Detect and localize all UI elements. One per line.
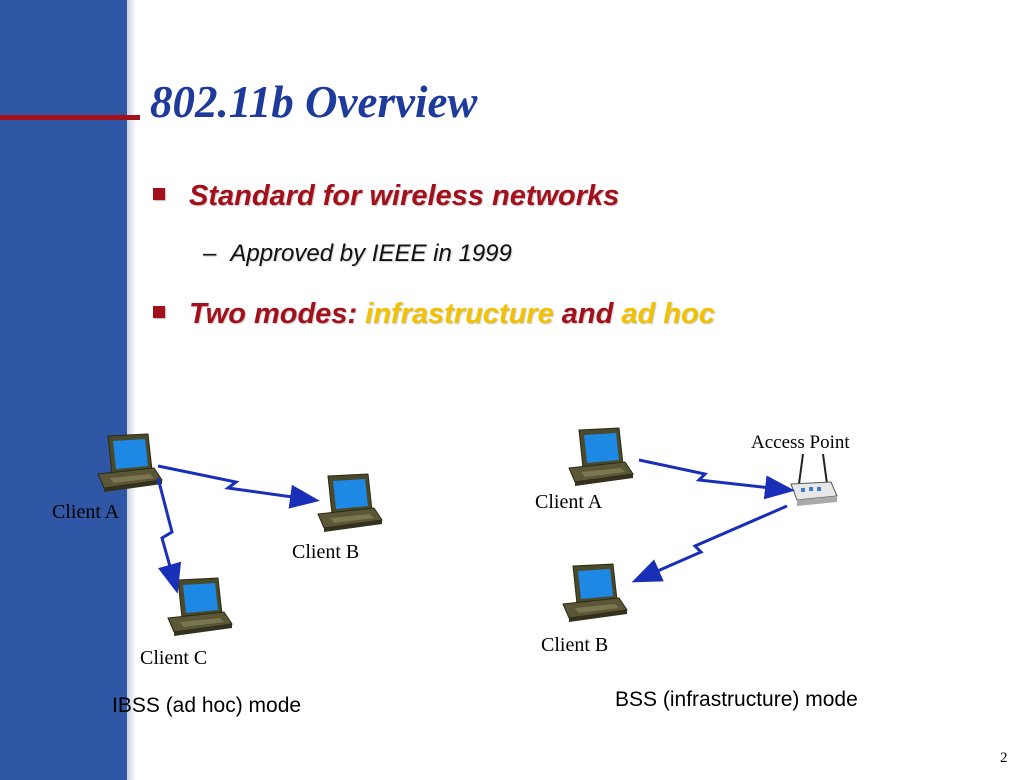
caption-ibss: IBSS (ad hoc) mode [112, 694, 302, 717]
caption-bss: BSS (infrastructure) mode [615, 688, 858, 711]
sub-bullet-approved-text: Approved by IEEE in 1999 [230, 240, 512, 267]
label-client-b: Client B [292, 541, 359, 563]
label-client-a: Client A [535, 491, 603, 513]
bullet-standard-text: Standard for wireless networks [189, 180, 620, 212]
laptop-client-b-icon [562, 563, 628, 623]
sub-bullet-approved: –Approved by IEEE in 1999 [203, 240, 512, 268]
ibss-diagram: Client A Client B Client C [46, 426, 400, 672]
square-bullet-icon [153, 188, 165, 200]
page-number: 2 [1000, 750, 1008, 766]
label-access-point: Access Point [751, 432, 850, 453]
square-bullet-icon [153, 306, 165, 318]
label-client-c: Client C [140, 647, 207, 669]
link-ap-to-client-b [631, 504, 788, 583]
bullet-and: and [553, 298, 622, 330]
sidebar-shadow [127, 0, 136, 780]
mode-ad-hoc: ad hoc [621, 298, 715, 330]
bullet-two-modes: Two modes: infrastructure and ad hoc [153, 298, 715, 331]
link-a-to-c [156, 477, 182, 594]
dash-icon: – [203, 240, 217, 267]
slide-title: 802.11b Overview [150, 77, 478, 127]
laptop-client-c-icon [167, 577, 233, 637]
access-point-icon [790, 453, 838, 506]
laptop-client-a-icon [97, 433, 163, 493]
link-a-to-b [157, 464, 320, 509]
bullet-standard: Standard for wireless networks [153, 180, 619, 213]
label-client-b: Client B [541, 634, 608, 656]
label-client-a: Client A [52, 501, 120, 523]
bss-diagram: Access Point Client A Client B [525, 420, 875, 670]
link-client-a-to-ap [638, 458, 795, 500]
sidebar-band [0, 0, 127, 780]
mode-infrastructure: infrastructure [365, 298, 554, 330]
laptop-client-a-icon [568, 427, 634, 487]
bullet-two-modes-prefix: Two modes: [189, 298, 366, 330]
laptop-client-b-icon [317, 473, 383, 533]
title-underline [0, 115, 140, 120]
